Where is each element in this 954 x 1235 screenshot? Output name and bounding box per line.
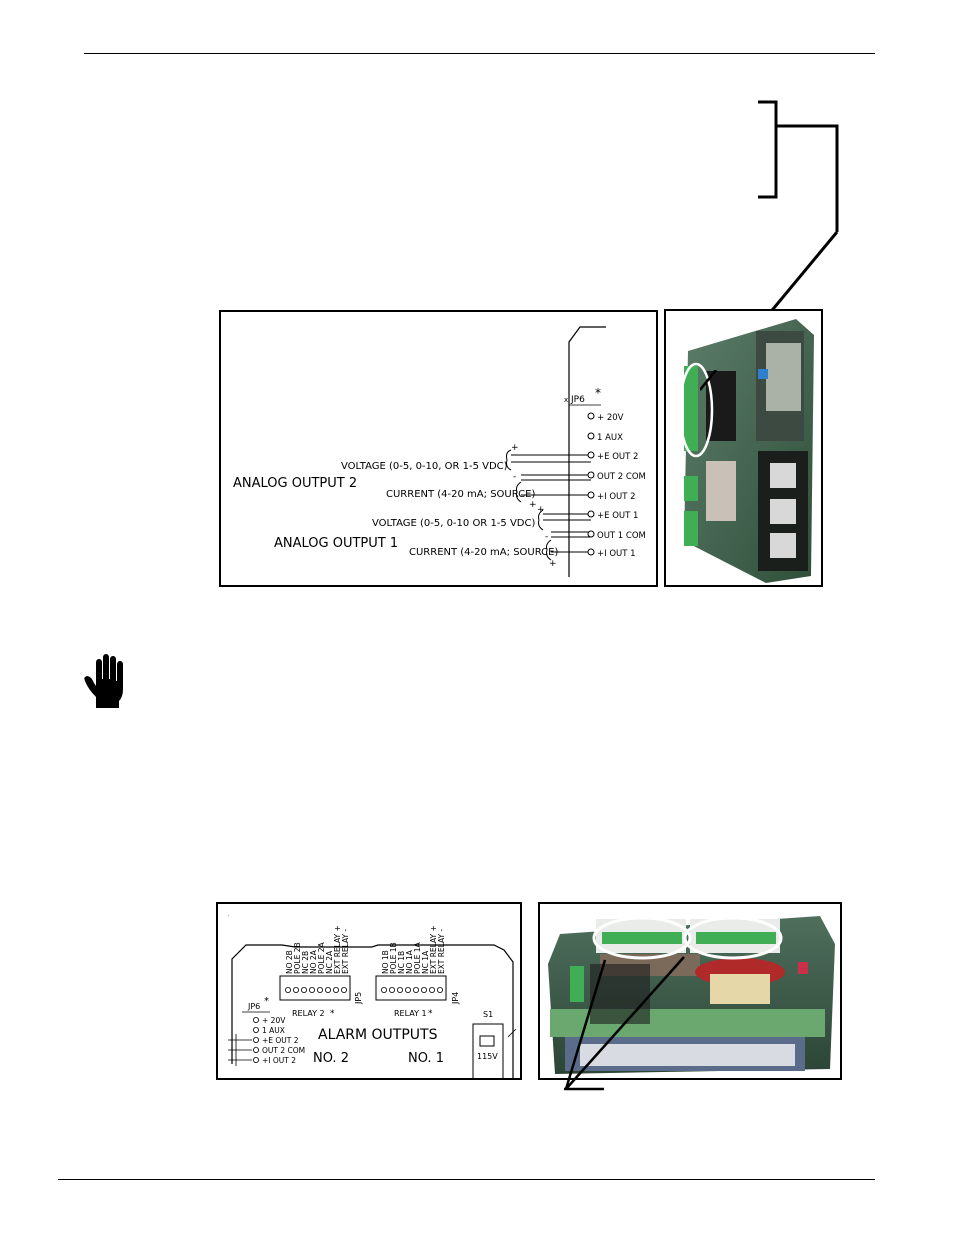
relay2-pin: POLE 2B <box>293 942 302 974</box>
stop-hand-icon <box>84 654 123 708</box>
plus-sign: + <box>549 559 557 569</box>
terminal-label: OUT 2 COM <box>597 472 646 482</box>
jp6-terminal: +I OUT 2 <box>262 1056 296 1065</box>
analog-output-diagram: x JP6 * + 20V 1 AUX +E OUT 2 OUT 2 COM +… <box>219 310 658 587</box>
s1-label: S1 <box>483 1010 493 1019</box>
footer-rule <box>58 1179 875 1180</box>
relay2-label: RELAY 2 <box>292 1009 325 1018</box>
relay1-pin: NC 1A <box>421 950 430 974</box>
current-1-label: CURRENT (4-20 mA; SOURCE) <box>409 547 558 558</box>
jp4-label: JP4 <box>451 992 460 1005</box>
jp6-terminal: +E OUT 2 <box>262 1036 299 1045</box>
relay2-pin: NO 2B <box>285 950 294 974</box>
jp6-label: JP6 <box>247 1002 260 1011</box>
relay1-pin: NO 1B <box>381 950 390 974</box>
relay1-pin: EXT RELAY - <box>437 928 446 974</box>
analog-output-2-label: ANALOG OUTPUT 2 <box>233 476 357 491</box>
plus-sign: + <box>537 505 545 515</box>
terminal-label: + 20V <box>597 413 624 423</box>
minus-sign: - <box>545 532 548 542</box>
relay2-pin: NC 2B <box>301 951 310 974</box>
jp6-terminal: + 20V <box>262 1016 286 1025</box>
alarm-callout-lines <box>564 956 685 1091</box>
terminal-label: 1 AUX <box>597 433 623 443</box>
voltage-2-label: VOLTAGE (0-5, 0-10, OR 1-5 VDC) <box>341 461 508 472</box>
relay1-pin: EXT RELAY + <box>429 925 438 974</box>
terminal-label: OUT 1 COM <box>597 531 646 541</box>
relay1-pin: NO 1A <box>405 949 414 974</box>
jp6-small-x: x <box>564 396 568 404</box>
relay2-pin: NC 2A <box>325 950 334 974</box>
minus-sign: - <box>513 472 516 482</box>
callout-line-end <box>700 370 717 391</box>
terminal-label: +I OUT 1 <box>597 549 636 559</box>
voltage-1-label: VOLTAGE (0-5, 0-10 OR 1-5 VDC) <box>372 518 535 529</box>
terminal-label: +E OUT 2 <box>597 452 638 462</box>
terminal-label: +I OUT 2 <box>597 492 636 502</box>
jp6-asterisk: * <box>264 996 269 1007</box>
current-2-label: CURRENT (4-20 mA; SOURCE) <box>386 489 535 500</box>
plus-sign: + <box>529 500 537 510</box>
board-photo-analog <box>664 309 823 587</box>
relay2-pin: EXT RELAY - <box>341 928 350 974</box>
relay2-pin: POLE 2A <box>317 942 326 974</box>
relay1-pin: NC 1B <box>397 951 406 974</box>
jp6-label: JP6 <box>570 395 585 405</box>
alarm-outputs-title: ALARM OUTPUTS <box>318 1027 438 1043</box>
no2-label: NO. 2 <box>313 1051 349 1066</box>
relay1-pin: POLE 1A <box>413 942 422 974</box>
svg-text:.: . <box>228 912 230 918</box>
no1-label: NO. 1 <box>408 1051 444 1066</box>
relay2-pin: NO 2A <box>309 949 318 974</box>
relay1-asterisk: * <box>428 1009 433 1019</box>
header-rule <box>84 53 875 54</box>
relay1-label: RELAY 1 <box>394 1009 427 1018</box>
board-photo-alarm <box>538 902 842 1080</box>
relay2-pin: EXT RELAY + <box>333 925 342 974</box>
relay2-asterisk: * <box>330 1009 335 1019</box>
alarm-output-diagram: . NO 2B POLE 2B NC 2B NO 2A POLE 2A NC 2… <box>216 902 522 1080</box>
jp6-terminal: OUT 2 COM <box>262 1046 305 1055</box>
jp6-asterisk: * <box>595 386 601 400</box>
plus-sign: + <box>511 443 519 453</box>
jp6-terminal: 1 AUX <box>262 1026 285 1035</box>
analog-output-1-label: ANALOG OUTPUT 1 <box>274 536 398 551</box>
switch-label: 115V <box>477 1052 498 1061</box>
relay1-pin: POLE 1B <box>389 942 398 974</box>
terminal-label: +E OUT 1 <box>597 511 638 521</box>
jp5-label: JP5 <box>354 992 363 1005</box>
